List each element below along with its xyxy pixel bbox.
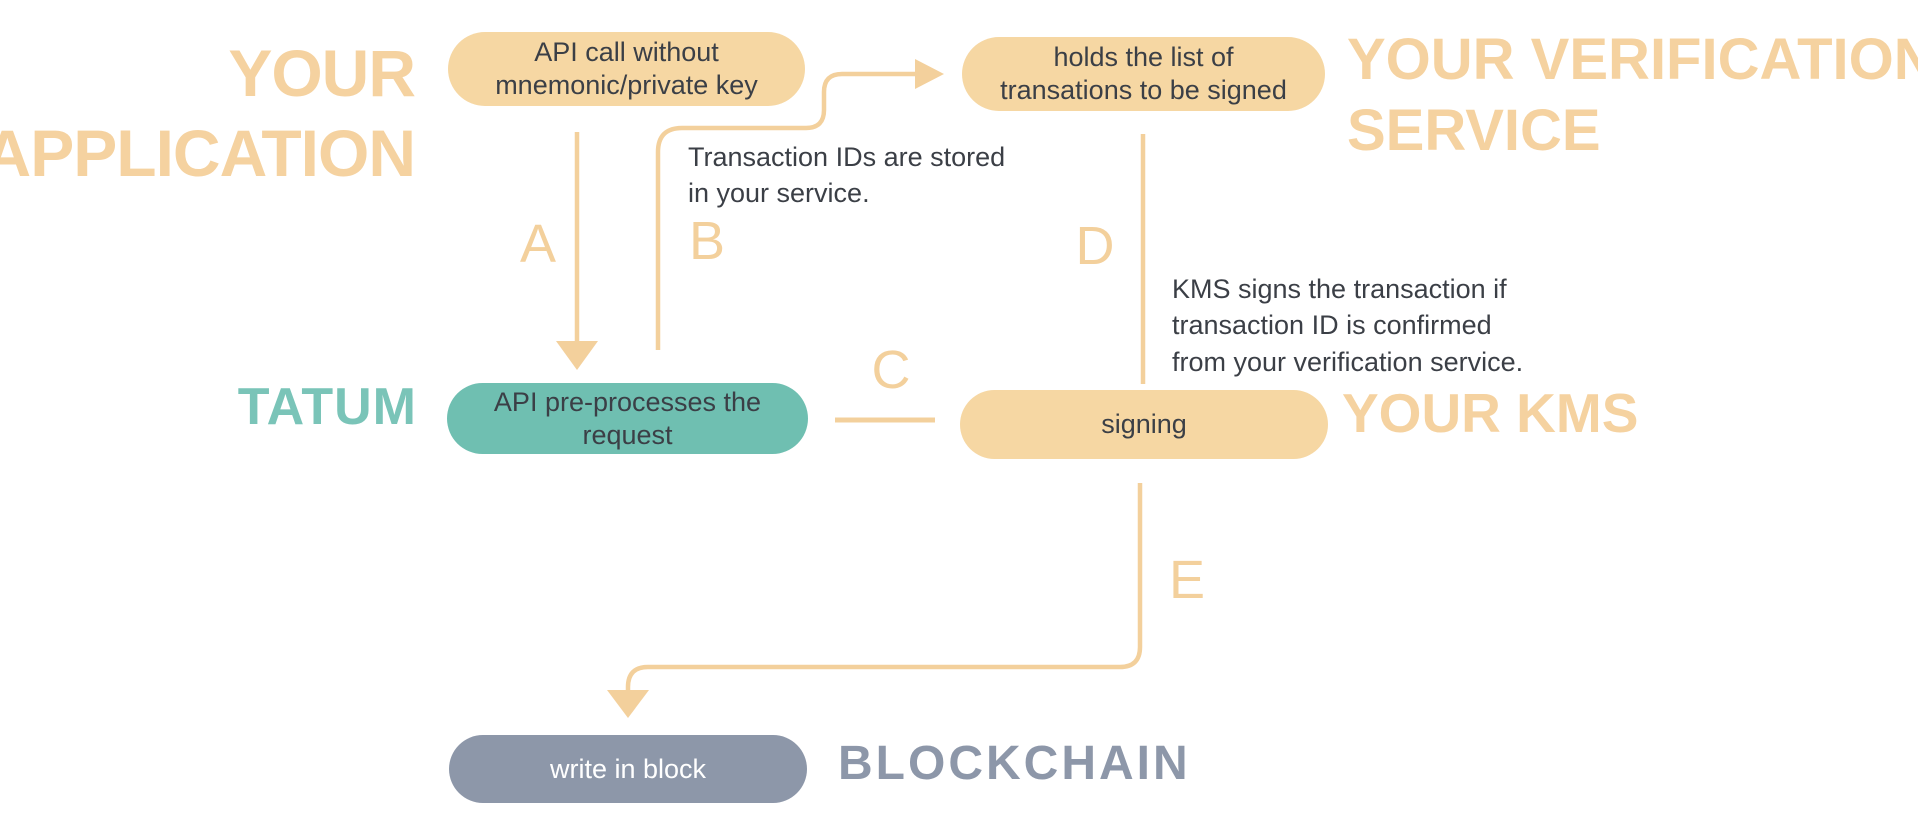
holds-list-node: holds the list of transations to be sign… [962, 37, 1325, 111]
your-verification-line2: SERVICE [1347, 97, 1601, 163]
preprocess-node: API pre-processes the request [447, 383, 808, 454]
transaction-ids-note-line1: Transaction IDs are stored [688, 142, 1006, 172]
your-application-label: YOUR APPLICATION [0, 34, 416, 194]
arrowhead-down-e-icon [607, 690, 649, 718]
arrowhead-right-b-icon [915, 59, 944, 89]
api-call-line1: API call without [534, 37, 719, 68]
signing-node: signing [960, 390, 1328, 459]
step-letter-c: C [871, 340, 911, 400]
preprocess-line1: API pre-processes the [493, 386, 762, 417]
api-call-node: API call without mnemonic/private key [448, 32, 805, 106]
your-verification-service-label: YOUR VERIFICATION SERVICE [1347, 25, 1918, 167]
arrowhead-down-a-icon [556, 341, 598, 370]
kms-signs-note-line3: from your verification service. [1172, 346, 1524, 377]
tatum-label: TATUM [237, 378, 417, 436]
kms-signs-note-line2: transaction ID is confirmed [1172, 310, 1492, 341]
step-letter-a: A [519, 214, 557, 274]
transaction-ids-note: Transaction IDs are stored in your servi… [688, 139, 1005, 212]
your-application-line1: YOUR [228, 36, 416, 110]
step-letter-d: D [1075, 216, 1115, 276]
transaction-ids-note-line2: in your service. [688, 178, 870, 209]
your-application-line2: APPLICATION [0, 115, 416, 190]
blockchain-label: BLOCKCHAIN [838, 737, 1191, 790]
step-letter-e: E [1168, 550, 1206, 610]
your-kms-label: YOUR KMS [1342, 382, 1639, 444]
kms-signs-note-line1: KMS signs the transaction if [1172, 274, 1507, 304]
your-verification-line1: YOUR VERIFICATION [1347, 27, 1918, 92]
step-letter-b: B [688, 211, 726, 271]
kms-signs-note: KMS signs the transaction if transaction… [1172, 271, 1523, 380]
holds-list-line1: holds the list of [1053, 42, 1234, 73]
write-block-line1: write in block [549, 753, 707, 784]
api-call-line2: mnemonic/private key [495, 70, 758, 100]
preprocess-line2: request [582, 419, 673, 450]
holds-list-line2: transations to be signed [1000, 75, 1287, 105]
write-block-node: write in block [449, 735, 807, 803]
connector-b-line [655, 71, 915, 350]
connector-e-line [625, 483, 1143, 690]
signing-line1: signing [1101, 409, 1187, 440]
